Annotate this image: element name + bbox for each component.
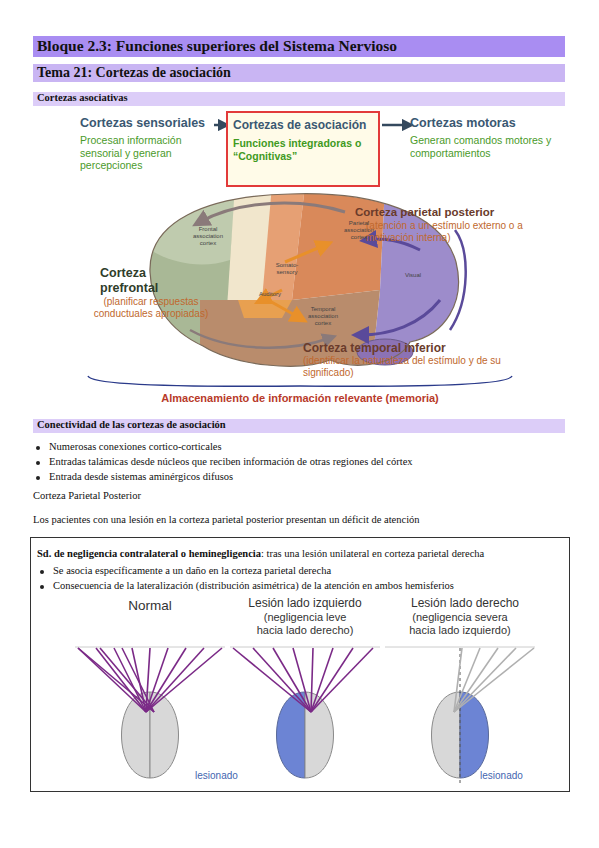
attention-line [114, 648, 146, 712]
bullet-dot [40, 570, 44, 574]
heading-text: Cortezas motoras [410, 116, 560, 131]
title-text: Bloque 2.3: Funciones superiores del Sis… [37, 37, 561, 55]
attention-line [78, 648, 154, 712]
visual-field-line [385, 647, 535, 648]
heading-text: Sd. de negligencia contralateral o hemin… [37, 548, 261, 559]
bullet-text: Entrada desde sistemas aminérgicos difus… [33, 471, 563, 484]
attention-line [311, 648, 373, 712]
title-band: Bloque 2.3: Funciones superiores del Sis… [33, 36, 565, 57]
hemisphere [432, 692, 461, 778]
heading-text: Cortezas de asociación [233, 118, 373, 132]
label-text: Lesión lado derecho [385, 596, 545, 610]
attention-line [146, 648, 186, 712]
topic-band: Tema 21: Cortezas de asociación [33, 64, 565, 82]
bullet-text: Consecuencia de la lateralización (distr… [37, 580, 563, 593]
label-text: (negligencia severa hacia lado izquierdo… [405, 611, 515, 637]
label-text: (atención a un estímulo externo o a moti… [366, 220, 546, 244]
label-text: (planificar respuestas conductuales apro… [86, 296, 216, 320]
attention-line [132, 648, 146, 712]
label-text: Lesión lado izquierdo [225, 596, 385, 610]
body-text: Generan comandos motores y comportamient… [410, 134, 560, 159]
body-text: Funciones integradoras o “Cognitivas” [233, 137, 373, 162]
bullet-text: Se asocia específicamente a un daño en l… [37, 565, 563, 578]
sensory-group: Cortezas sensorialesProcesan información… [80, 116, 212, 172]
lesioned-hemisphere [277, 692, 306, 778]
heading-text: Tema 21: Cortezas de asociación [37, 65, 561, 82]
label-text: lesionado [195, 770, 255, 782]
label-text: Corteza temporal inferior [303, 341, 523, 355]
label-text: Auditory [250, 291, 290, 298]
attention-line [311, 648, 353, 712]
label-text: Corteza prefrontal [100, 266, 180, 296]
body-text: Procesan información sensorial y generan… [80, 134, 212, 172]
attention-line [293, 648, 311, 712]
bullet-text: Entradas talámicas desde núcleos que rec… [33, 456, 563, 469]
bullet-text: Numerosas conexiones cortico-corticales [33, 441, 563, 454]
body-text: : tras una lesión unilateral en corteza … [261, 548, 484, 559]
label-text: Visual [396, 272, 430, 279]
motor-group: Cortezas motorasGeneran comandos motores… [410, 116, 560, 159]
visual-arrow [360, 300, 440, 335]
attention-line [146, 648, 222, 712]
label-text: Somato-sensory [270, 262, 304, 276]
memory-bracket [88, 376, 512, 386]
heading-text: Cortezas sensoriales [80, 116, 212, 131]
label-text: lesionado [480, 770, 540, 782]
heading-text: Cortezas asociativas [37, 92, 561, 105]
section-band: Conectividad de las cortezas de asociaci… [33, 419, 565, 433]
label-text: Corteza parietal posterior [355, 206, 585, 220]
association-arrow [200, 203, 345, 222]
association-box: Cortezas de asociaciónFunciones integrad… [226, 111, 380, 187]
neglect-box: Sd. de negligencia contralateral o hemin… [30, 537, 570, 792]
label-text: Parietal association cortex [338, 220, 380, 242]
sensory-arrow [285, 245, 325, 262]
flow-arrow [214, 124, 224, 127]
sensory-arrow [268, 300, 300, 318]
flow-arrow [382, 124, 408, 127]
attention-line [454, 648, 516, 712]
attention-line [454, 648, 498, 712]
label-text: Almacenamiento de información relevante … [150, 392, 450, 405]
visual-arrow [450, 230, 466, 330]
bullet-dot [36, 476, 40, 480]
label-text: Normal [100, 598, 200, 614]
attention-line [100, 648, 154, 712]
attention-line [233, 648, 311, 712]
section-band: Cortezas asociativas [33, 92, 565, 106]
attention-line [253, 648, 311, 712]
attention-line [146, 648, 204, 712]
visual-field-line [230, 647, 380, 648]
brain-outline [150, 194, 459, 366]
attention-line [454, 648, 534, 712]
heading-text: Conectividad de las cortezas de asociaci… [37, 419, 561, 432]
visual-field-line [75, 647, 225, 648]
label-text: Frontal association cortex [186, 226, 230, 248]
bullet-dot [36, 461, 40, 465]
attention-line [311, 648, 333, 712]
label-text: (negligencia leve hacia lado derecho) [250, 611, 360, 637]
label-text: Corteza Parietal Posterior [33, 490, 563, 503]
prefrontal-highlight [150, 195, 235, 265]
bullet-dot [36, 446, 40, 450]
label-text: Temporal association cortex [300, 306, 346, 328]
label-text: Los pacientes con una lesión en la corte… [33, 514, 563, 527]
bullet-dot [40, 585, 44, 589]
attention-line [311, 648, 313, 712]
attention-line [273, 648, 311, 712]
label-text: (identificar la naturaleza del estímulo … [303, 355, 513, 379]
lesioned-hemisphere [460, 692, 489, 778]
attention-line [122, 648, 154, 712]
